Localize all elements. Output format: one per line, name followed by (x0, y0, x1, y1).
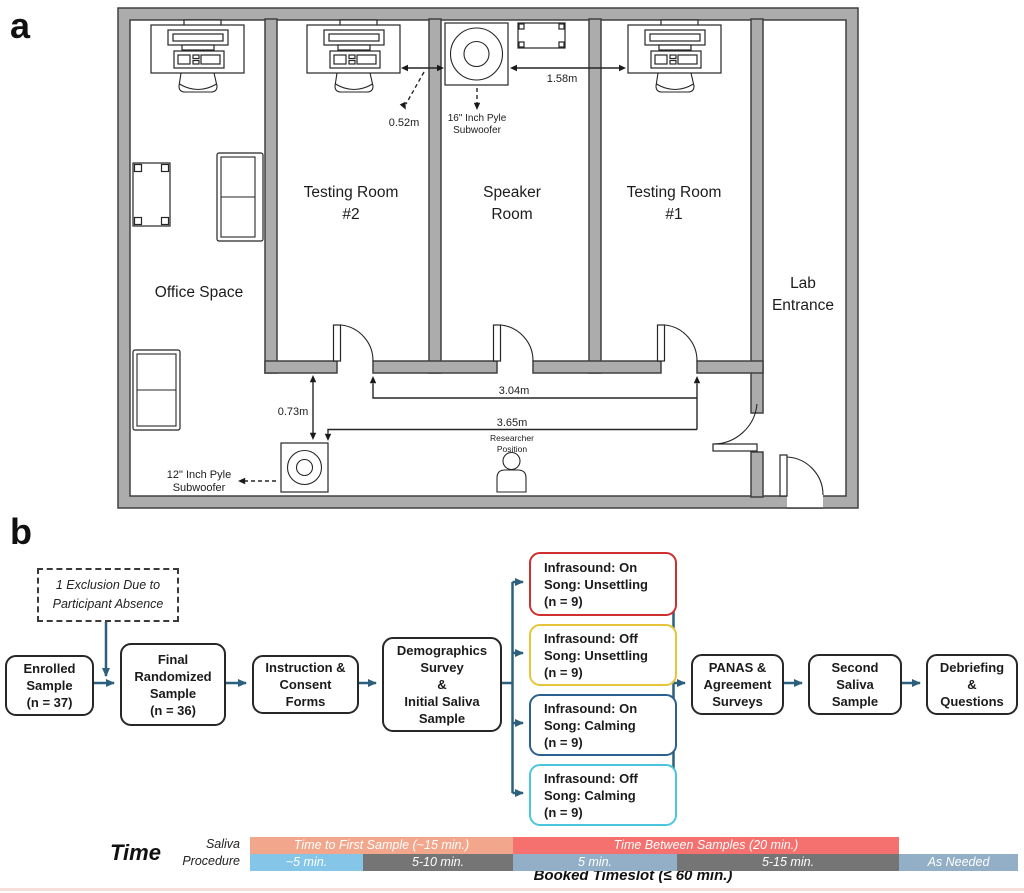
bar-proc-5min-a: ~5 min. (250, 854, 363, 871)
dim-0-52m: 0.52m (389, 117, 420, 129)
label-researcher-2: Position (497, 444, 528, 454)
floor-plan: Testing Room #2 Speaker Room Testing Roo… (117, 7, 859, 509)
room-label-speaker: Speaker (483, 184, 541, 201)
researcher-icon (496, 451, 527, 493)
label-sub12-2: Subwoofer (173, 482, 226, 494)
outer-walls (117, 7, 859, 509)
box-second-saliva: Second Saliva Sample (808, 654, 902, 715)
room-label-lab-entrance: Entrance (772, 297, 834, 314)
door-lab-entrance (779, 454, 824, 497)
door-hallway (712, 403, 758, 452)
equipment-table (517, 22, 566, 49)
office-table (132, 162, 171, 227)
bar-proc-5-10min: 5-10 min. (363, 854, 513, 871)
office-couch-bottom (132, 349, 181, 431)
dim-3-65m: 3.65m (497, 417, 528, 429)
panel-b-label: b (10, 511, 32, 552)
room-label-testing-1-num: #1 (665, 206, 682, 223)
exclusion-note-line: 1 Exclusion Due to (55, 578, 161, 592)
box-cond-on-calming: Infrasound: On Song: Calming (n = 9) (529, 694, 677, 756)
door-testing-room-2 (332, 324, 374, 362)
figure-edge-strip (0, 888, 1024, 891)
door-speaker-room (492, 324, 534, 362)
timeline-saliva-label: Saliva (205, 837, 240, 851)
dim-0-73m: 0.73m (278, 406, 309, 418)
bar-proc-5min-b: 5 min. (513, 854, 677, 871)
dim-1-58m: 1.58m (547, 73, 578, 85)
door-testing-room-1 (656, 324, 698, 362)
dimension-arrows (238, 64, 701, 485)
bar-time-between-samples: Time Between Samples (20 min.) (513, 837, 899, 854)
label-sub12-1: 12" Inch Pyle (167, 469, 231, 481)
inner-walls (264, 18, 823, 509)
box-cond-off-unsettling: Infrasound: Off Song: Unsettling (n = 9) (529, 624, 677, 686)
room-label-testing-1: Testing Room (627, 184, 722, 201)
box-panas-surveys: PANAS & Agreement Surveys (691, 654, 784, 715)
room-label-lab: Lab (790, 275, 816, 292)
timeline-procedure-label: Procedure (182, 854, 240, 868)
box-cond-off-calming: Infrasound: Off Song: Calming (n = 9) (529, 764, 677, 826)
box-cond-on-unsettling: Infrasound: On Song: Unsettling (n = 9) (529, 552, 677, 616)
bar-proc-5-15min: 5-15 min. (677, 854, 899, 871)
label-researcher-1: Researcher (490, 433, 534, 443)
timeline-title: Time (110, 840, 161, 865)
panel-a-label: a (10, 5, 31, 46)
box-demographics-saliva: Demographics Survey & Initial Saliva Sam… (382, 637, 502, 732)
label-sub16-1: 16" Inch Pyle (448, 113, 507, 124)
box-enrolled-sample: Enrolled Sample (n = 37) (5, 655, 94, 716)
room-label-testing-2: Testing Room (304, 184, 399, 201)
subwoofer-16-icon (444, 22, 509, 86)
room-label-speaker-2: Room (491, 206, 532, 223)
room-label-office: Office Space (155, 284, 243, 301)
exclusion-note: 1 Exclusion Due to Participant Absence (37, 568, 179, 622)
box-final-randomized-sample: Final Randomized Sample (n = 36) (120, 643, 226, 726)
label-sub16-2: Subwoofer (453, 125, 501, 136)
box-debriefing: Debriefing & Questions (926, 654, 1018, 715)
subwoofer-12-icon (280, 442, 329, 493)
booked-timeslot-label: Booked Timeslot (≤ 60 min.) (533, 867, 733, 884)
room-label-testing-2-num: #2 (342, 206, 359, 223)
bar-time-to-first-sample: Time to First Sample (~15 min.) (250, 837, 513, 854)
exclusion-note-line: Participant Absence (52, 597, 164, 611)
bar-proc-as-needed: As Needed (899, 854, 1018, 871)
dim-3-04m: 3.04m (499, 385, 530, 397)
office-couch-right (216, 152, 264, 242)
box-instruction-consent: Instruction & Consent Forms (252, 655, 359, 714)
